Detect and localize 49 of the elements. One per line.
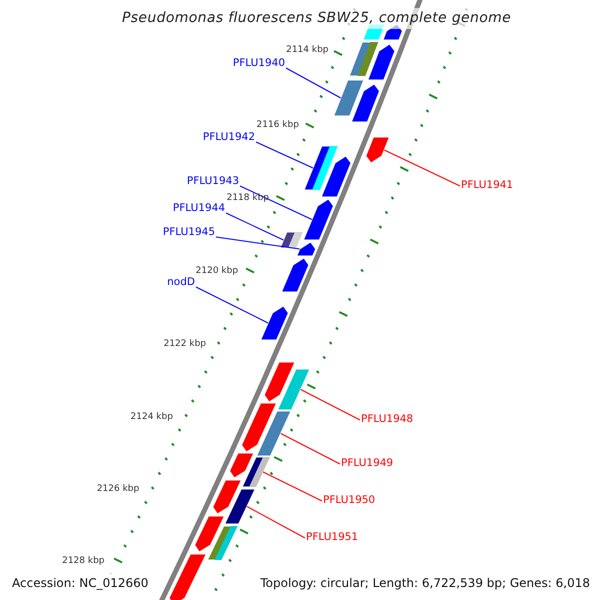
leader-line bbox=[226, 212, 284, 240]
gene-label: PFLU1942 bbox=[202, 132, 255, 142]
leader-line bbox=[286, 68, 342, 98]
gene-feature bbox=[279, 232, 304, 248]
gene-label: PFLU1950 bbox=[323, 495, 376, 506]
gene-feature bbox=[332, 80, 365, 116]
gene-feature bbox=[365, 136, 390, 164]
position-label: 2118 kbp bbox=[226, 192, 269, 205]
gene-feature bbox=[367, 43, 396, 80]
leader-line bbox=[216, 236, 300, 250]
gene-label: PFLU1941 bbox=[461, 180, 514, 190]
gene-feature bbox=[296, 241, 316, 256]
leader-line bbox=[196, 286, 269, 324]
position-label: 2128 kbp bbox=[62, 555, 104, 568]
leader-line bbox=[300, 389, 360, 420]
gene-feature bbox=[276, 368, 311, 410]
gene-label: PFLU1944 bbox=[172, 203, 225, 214]
gene-feature bbox=[256, 410, 292, 456]
gene-label: PFLU1951 bbox=[306, 532, 358, 542]
gene-label: PFLU1940 bbox=[232, 58, 285, 68]
leader-line bbox=[256, 142, 314, 168]
leader-line bbox=[262, 472, 322, 502]
gene-feature bbox=[212, 480, 242, 515]
gene-feature bbox=[280, 257, 310, 292]
gene-label: nodD bbox=[167, 277, 195, 288]
gene-feature bbox=[240, 402, 278, 453]
gene-feature bbox=[260, 305, 289, 340]
gene-label: PFLU1949 bbox=[341, 458, 394, 468]
position-label: 2120 kbp bbox=[196, 265, 238, 278]
gene-feature bbox=[228, 452, 255, 479]
gene-feature bbox=[241, 456, 271, 488]
gene-feature bbox=[302, 198, 334, 240]
position-label: 2114 kbp bbox=[286, 44, 328, 57]
position-label: 2116 kbp bbox=[256, 119, 299, 132]
leader-line bbox=[384, 150, 460, 186]
gene-label: PFLU1945 bbox=[162, 227, 215, 238]
gene-feature bbox=[350, 83, 380, 122]
position-label: 2124 kbp bbox=[130, 411, 173, 424]
gene-feature bbox=[264, 362, 296, 403]
gene-feature bbox=[194, 516, 226, 553]
gene-feature bbox=[224, 488, 256, 524]
gene-feature bbox=[168, 554, 208, 600]
gene-feature bbox=[320, 155, 352, 198]
position-label: 2126 kbp bbox=[96, 483, 140, 496]
position-label: 2122 kbp bbox=[164, 338, 206, 351]
gene-label: PFLU1943 bbox=[186, 176, 239, 186]
gene-label: PFLU1948 bbox=[361, 414, 414, 424]
gene-feature bbox=[206, 526, 238, 560]
leader-line bbox=[240, 186, 312, 220]
